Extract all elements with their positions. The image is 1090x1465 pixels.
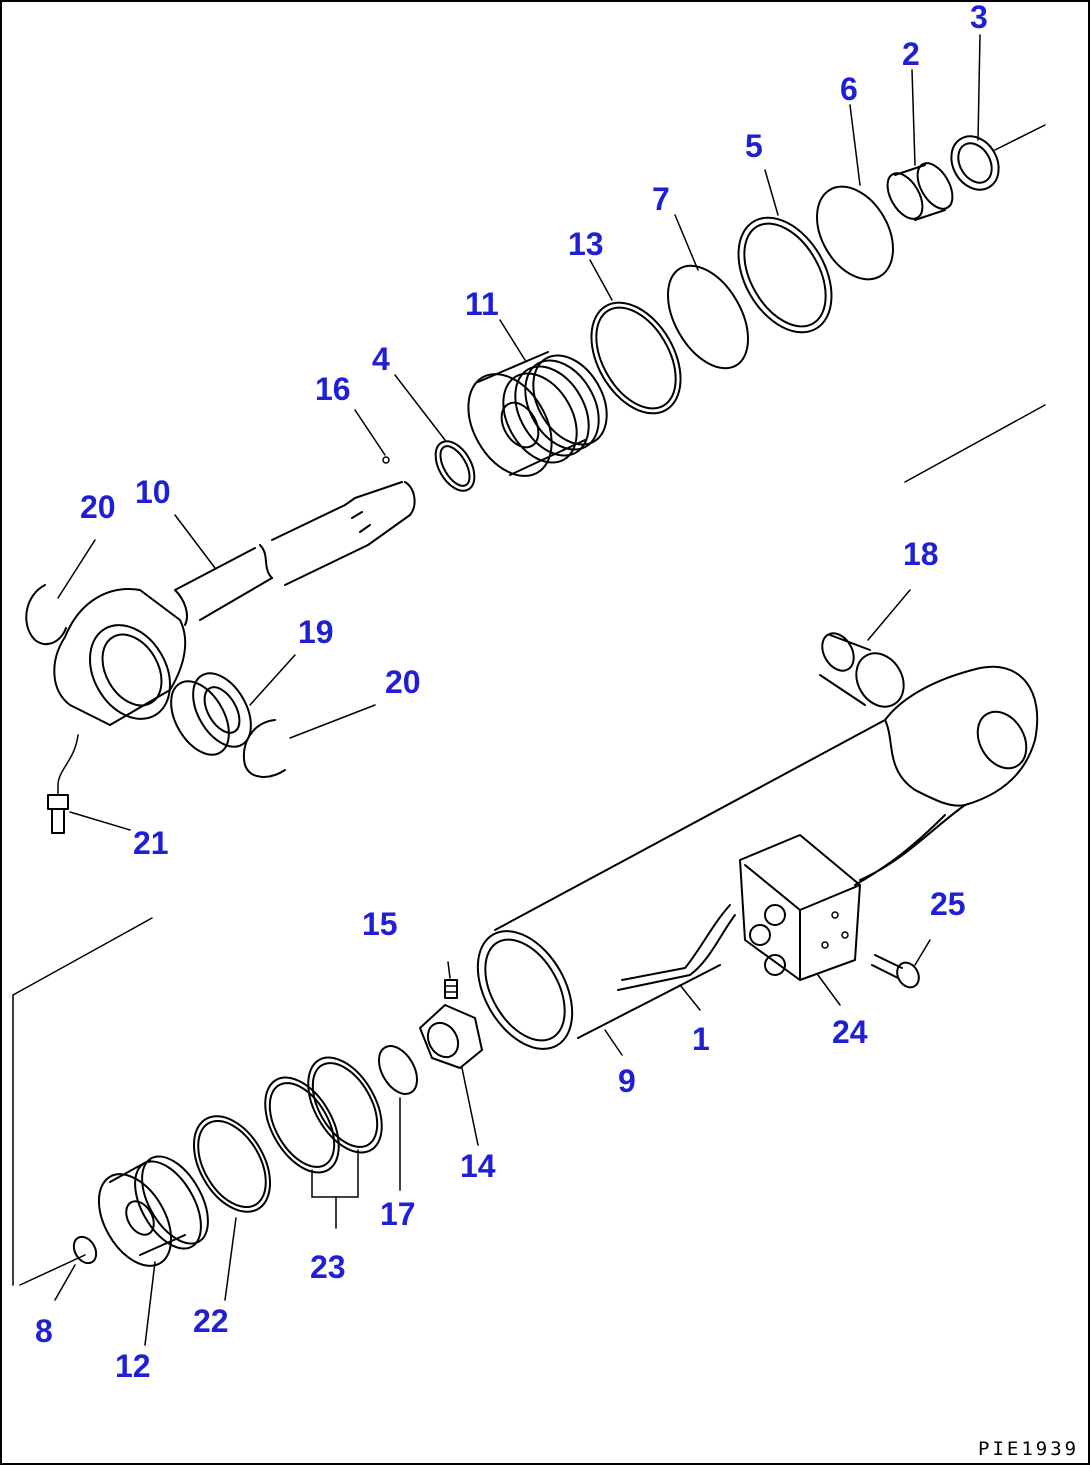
label-23: 23 [310,1249,346,1285]
part-9-cylinder-tube[interactable] [458,665,1039,1066]
part-18-bushing[interactable] [816,628,913,716]
part-6-o-ring[interactable] [801,173,908,293]
part-3-dust-seal[interactable] [942,128,1008,198]
leader-lines [54,34,981,1346]
label-7: 7 [652,181,670,217]
part-8-plug[interactable] [69,1233,100,1267]
section-lines [12,124,1046,1286]
part-5-backup-ring[interactable] [719,201,850,348]
label-16: 16 [315,371,351,407]
part-11-cylinder-head[interactable] [451,342,621,490]
label-3: 3 [970,0,988,35]
label-13: 13 [568,226,604,262]
part-14-piston-nut[interactable] [419,1004,483,1069]
part-22-wear-ring[interactable] [178,1103,285,1225]
part-25-bolt[interactable] [871,954,923,991]
drawing-code: PIE1939 [978,1438,1079,1460]
label-4: 4 [372,341,390,377]
part-24-valve-block[interactable] [739,834,861,981]
label-21: 21 [133,825,169,861]
part-13-backup-ring[interactable] [573,287,699,429]
part-20-snap-ring-upper[interactable] [25,584,67,646]
part-12-piston[interactable] [84,1145,221,1278]
part-4-ring[interactable] [428,435,483,498]
part-7-o-ring[interactable] [651,252,764,382]
label-2: 2 [902,36,920,72]
part-15-set-screw[interactable] [444,979,458,999]
label-6: 6 [840,71,858,107]
part-2-bushing[interactable] [880,157,959,224]
label-12: 12 [115,1348,151,1384]
label-20-upper: 20 [80,489,116,525]
label-5: 5 [745,128,763,164]
part-10-piston-rod[interactable] [53,481,416,733]
part-16-screw[interactable] [382,456,390,464]
label-19: 19 [298,614,334,650]
label-11: 11 [465,286,499,322]
label-14: 14 [460,1148,496,1184]
label-18: 18 [903,536,939,572]
part-labels: 3 2 6 5 7 13 11 4 16 10 20 19 20 21 18 2… [35,0,988,1384]
label-25: 25 [930,886,966,922]
part-23-piston-ring-set[interactable] [250,1045,397,1229]
label-22: 22 [193,1303,229,1339]
label-9: 9 [618,1063,636,1099]
label-20-lower: 20 [385,664,421,700]
part-19-spherical-bearing[interactable] [159,663,263,764]
label-15: 15 [362,906,398,942]
label-10: 10 [135,474,171,510]
part-21-grease-fitting[interactable] [47,734,79,834]
label-8: 8 [35,1313,53,1349]
part-17-o-ring[interactable] [371,1039,425,1100]
label-17: 17 [380,1196,416,1232]
label-1: 1 [692,1021,710,1057]
label-24: 24 [832,1014,868,1050]
part-20-snap-ring-lower[interactable] [242,719,286,778]
